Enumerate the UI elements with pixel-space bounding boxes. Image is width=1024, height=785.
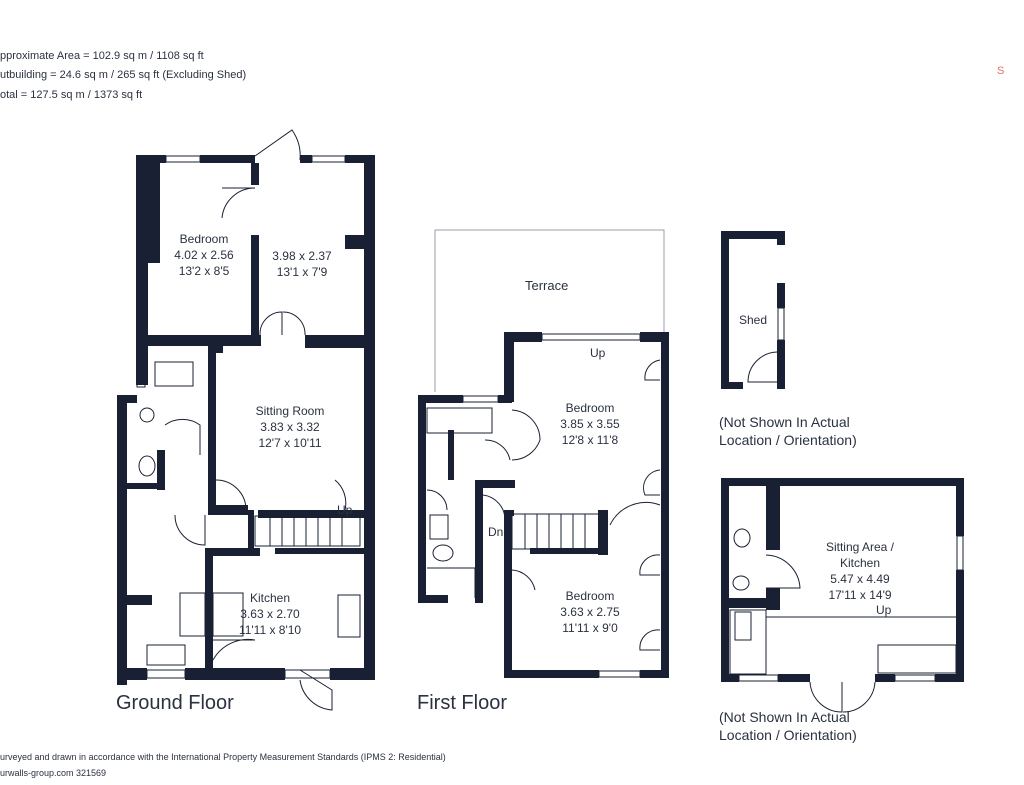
outbuilding-name-line2: Kitchen — [839, 556, 881, 570]
outbuilding-metric: 5.47 x 4.49 — [830, 572, 890, 586]
kitchen-label: Kitchen 3.63 x 2.70 11'11 x 8'10 — [215, 590, 325, 638]
footer-standards-text: urveyed and drawn in accordance with the… — [0, 752, 446, 762]
ff-dn-label: Dn — [488, 525, 504, 539]
outbuilding-imperial: 17'11 x 14'9 — [828, 588, 892, 602]
kitchen-imperial: 11'11 x 8'10 — [238, 623, 302, 637]
sitting-room-metric: 3.83 x 3.32 — [260, 420, 320, 434]
shed-label: Shed — [739, 313, 768, 327]
ff-bedroom2-label: Bedroom 3.63 x 2.75 11'11 x 9'0 — [535, 588, 645, 636]
gf-bedroom-name: Bedroom — [179, 232, 229, 246]
ff-bedroom1-imperial: 12'8 x 11'8 — [561, 433, 619, 447]
ff-bedroom2-imperial: 11'11 x 9'0 — [562, 621, 618, 635]
shed-details — [747, 307, 785, 383]
gf-room2-label: 3.98 x 2.37 13'1 x 7'9 — [258, 248, 346, 280]
first-floor-walls — [418, 332, 669, 678]
gf-room2-imperial: 13'1 x 7'9 — [276, 265, 328, 279]
outbuilding-note-line2: Location / Orientation) — [719, 727, 857, 743]
shed-walls — [721, 231, 785, 389]
area-outbuilding-text: utbuilding = 24.6 sq m / 265 sq ft (Excl… — [0, 69, 247, 81]
ground-floor-details — [117, 129, 361, 711]
outbuilding-details — [721, 519, 964, 713]
shed-note-line2: Location / Orientation) — [719, 432, 857, 448]
ff-bedroom2-metric: 3.63 x 2.75 — [560, 605, 620, 619]
terrace-outline — [434, 229, 665, 392]
ff-up-label: Up — [590, 346, 606, 360]
sitting-room-label: Sitting Room 3.83 x 3.32 12'7 x 10'11 — [225, 403, 355, 451]
gf-room2-metric: 3.98 x 2.37 — [272, 249, 332, 263]
gf-stairs-up-label: Up — [337, 503, 353, 517]
area-total-text: otal = 127.5 sq m / 1373 sq ft — [0, 89, 143, 101]
ff-bedroom2-name: Bedroom — [565, 589, 615, 603]
outbuilding-label: Sitting Area / Kitchen 5.47 x 4.49 17'11… — [800, 539, 920, 603]
sitting-room-name: Sitting Room — [255, 404, 325, 418]
area-approx-text: pproximate Area = 102.9 sq m / 1108 sq f… — [0, 50, 204, 62]
ff-bedroom1-name: Bedroom — [565, 401, 615, 415]
ground-floor-title: Ground Floor — [116, 692, 234, 714]
ff-bedroom1-metric: 3.85 x 3.55 — [560, 417, 620, 431]
outbuilding-up-label: Up — [876, 603, 892, 617]
ff-bedroom1-label: Bedroom 3.85 x 3.55 12'8 x 11'8 — [535, 400, 645, 448]
kitchen-metric: 3.63 x 2.70 — [240, 607, 300, 621]
footer-reference-text: urwalls-group.com 321569 — [0, 768, 107, 778]
outbuilding-name-line1: Sitting Area / — [825, 540, 895, 554]
first-floor-title: First Floor — [417, 692, 507, 714]
kitchen-name: Kitchen — [249, 591, 291, 605]
first-floor-details — [426, 333, 661, 678]
gf-bedroom-imperial: 13'2 x 8'5 — [178, 264, 230, 278]
gf-bedroom-label: Bedroom 4.02 x 2.56 13'2 x 8'5 — [150, 231, 258, 279]
ground-floor-walls — [117, 155, 375, 685]
corner-mark: S — [997, 65, 1005, 77]
terrace-label: Terrace — [525, 278, 569, 293]
outbuilding-note-line1: (Not Shown In Actual — [719, 709, 850, 725]
outbuilding-walls — [721, 478, 964, 682]
gf-bedroom-metric: 4.02 x 2.56 — [174, 248, 234, 262]
shed-note-line1: (Not Shown In Actual — [719, 414, 850, 430]
sitting-room-imperial: 12'7 x 10'11 — [258, 436, 322, 450]
